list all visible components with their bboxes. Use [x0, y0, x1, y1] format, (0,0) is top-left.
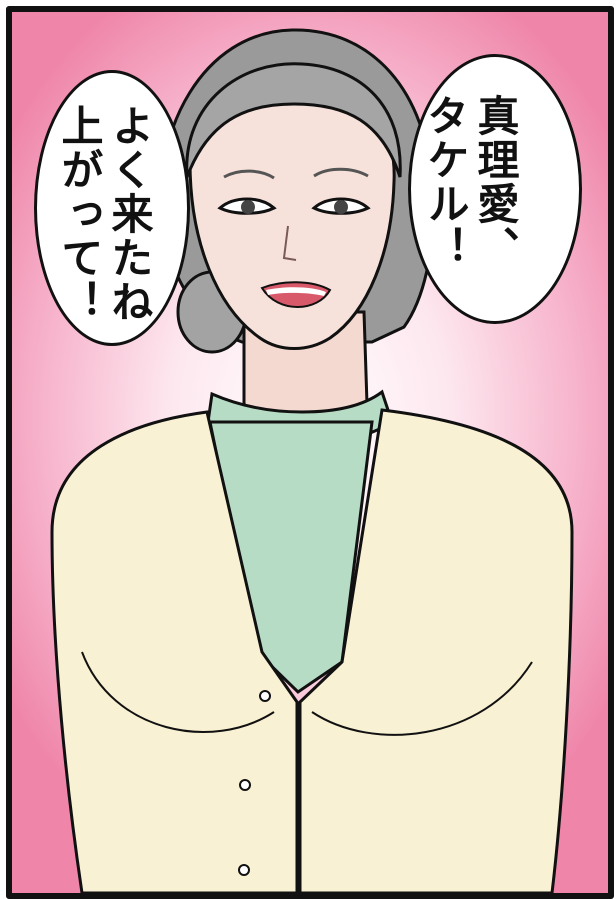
speech-line-3: よく来たね: [105, 104, 154, 324]
speech-text-right: 真理愛、タケル！: [420, 94, 520, 304]
speech-bubble-right: [408, 54, 582, 324]
speech-line-2: タケル！: [421, 94, 470, 270]
speech-line-1: 真理愛、: [471, 94, 520, 270]
speech-line-4: 上がって！: [55, 104, 104, 324]
comic-panel: 真理愛、タケル！ よく来たね上がって！: [6, 6, 614, 899]
speech-bubble-left: [34, 70, 190, 346]
woman-illustration: [50, 28, 574, 893]
speech-text-left: よく来たね上がって！: [54, 104, 154, 324]
